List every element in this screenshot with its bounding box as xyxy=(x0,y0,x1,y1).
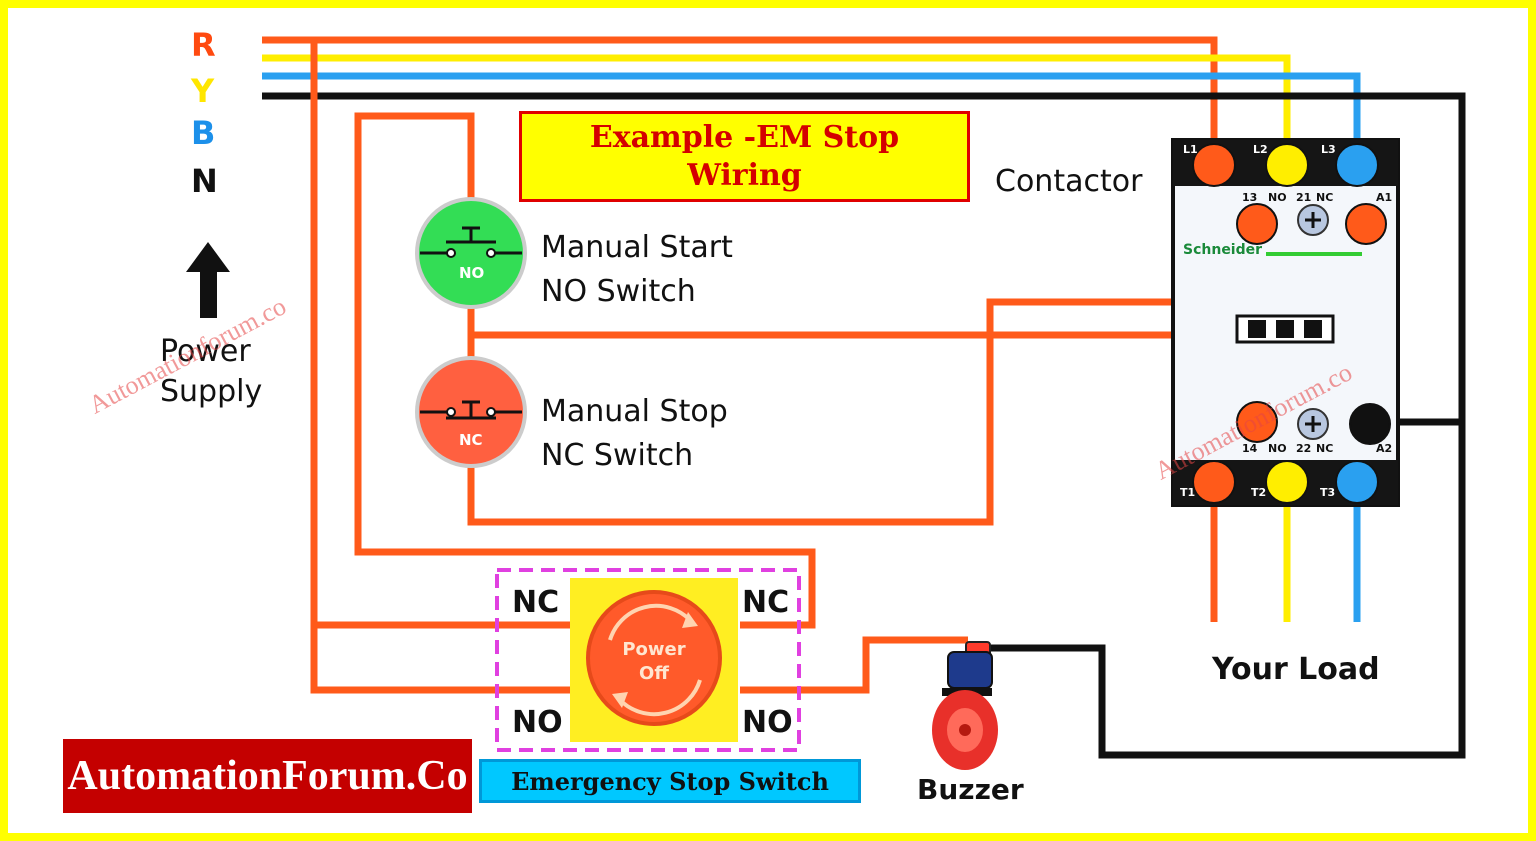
stop-switch-badge: NC xyxy=(459,431,483,449)
terminal-a2 xyxy=(1349,403,1391,445)
manual-stop-switch xyxy=(415,356,527,468)
emergency-stop-switch xyxy=(495,568,801,752)
start-switch-label-1: Manual Start xyxy=(541,230,733,265)
start-switch-badge: NO xyxy=(459,264,485,282)
phase-r-label: R xyxy=(191,26,216,64)
phase-n-label: N xyxy=(191,162,218,200)
terminal-t3 xyxy=(1335,460,1379,504)
phase-b-label: B xyxy=(191,114,216,152)
up-arrow-icon xyxy=(186,242,230,318)
aux-no-top-label: NO xyxy=(1268,191,1287,204)
terminal-t2 xyxy=(1265,460,1309,504)
power-supply-label: Power Supply xyxy=(160,334,263,409)
aux-no-bottom-label: NO xyxy=(1268,442,1287,455)
estop-button-text: Power Off xyxy=(622,639,686,684)
wire-r-phase xyxy=(262,36,1218,160)
start-switch-label-2: NO Switch xyxy=(541,274,696,309)
terminal-l3 xyxy=(1335,143,1379,187)
aux-nc-top-label: NC xyxy=(1316,191,1334,204)
phase-y-label: Y xyxy=(191,72,215,110)
estop-nc-left: NC xyxy=(512,585,560,620)
terminal-t1-label: T1 xyxy=(1180,486,1196,499)
terminal-l3-label: L3 xyxy=(1321,143,1336,156)
terminal-t2-label: T2 xyxy=(1251,486,1267,499)
aux-nc-bottom-label: NC xyxy=(1316,442,1334,455)
estop-nc-right: NC xyxy=(742,585,790,620)
estop-no-left: NO xyxy=(512,705,563,740)
aux-a1-label: A1 xyxy=(1376,191,1393,204)
estop-no-right: NO xyxy=(742,705,793,740)
brand-box: AutomationForum.Co xyxy=(63,739,472,813)
aux-21-label: 21 xyxy=(1296,191,1312,204)
wire-no-to-buzzer xyxy=(740,636,968,694)
aux-22-label: 22 xyxy=(1296,442,1312,455)
aux-14-label: 14 xyxy=(1242,442,1258,455)
terminal-a1 xyxy=(1345,203,1387,245)
stop-switch-label-1: Manual Stop xyxy=(541,394,728,429)
stop-switch-label-2: NC Switch xyxy=(541,438,694,473)
terminal-l2-label: L2 xyxy=(1253,143,1268,156)
wire-b-phase xyxy=(262,72,1361,160)
terminal-l2 xyxy=(1265,143,1309,187)
wire-r-down xyxy=(310,40,570,694)
contactor xyxy=(1171,138,1400,507)
wire-neutral xyxy=(262,92,1466,759)
manual-start-switch xyxy=(415,197,527,309)
estop-caption: Emergency Stop Switch xyxy=(479,759,861,803)
terminal-t1 xyxy=(1192,460,1236,504)
contactor-label: Contactor xyxy=(995,164,1143,199)
load-label: Your Load xyxy=(1212,652,1380,687)
aux-13-label: 13 xyxy=(1242,191,1258,204)
terminal-l1-label: L1 xyxy=(1183,143,1198,156)
wire-y-phase xyxy=(262,54,1291,160)
terminal-13 xyxy=(1236,203,1278,245)
terminal-t3-label: T3 xyxy=(1320,486,1336,499)
buzzer-label: Buzzer xyxy=(917,773,1024,806)
buzzer-icon xyxy=(932,641,998,770)
diagram-title: Example -EM Stop Wiring xyxy=(519,111,970,202)
terminal-14 xyxy=(1236,401,1278,443)
contactor-brand: Schneider xyxy=(1183,242,1263,258)
wire-estop-to-start xyxy=(354,112,816,629)
terminal-l1 xyxy=(1192,143,1236,187)
aux-a2-label: A2 xyxy=(1376,442,1393,455)
